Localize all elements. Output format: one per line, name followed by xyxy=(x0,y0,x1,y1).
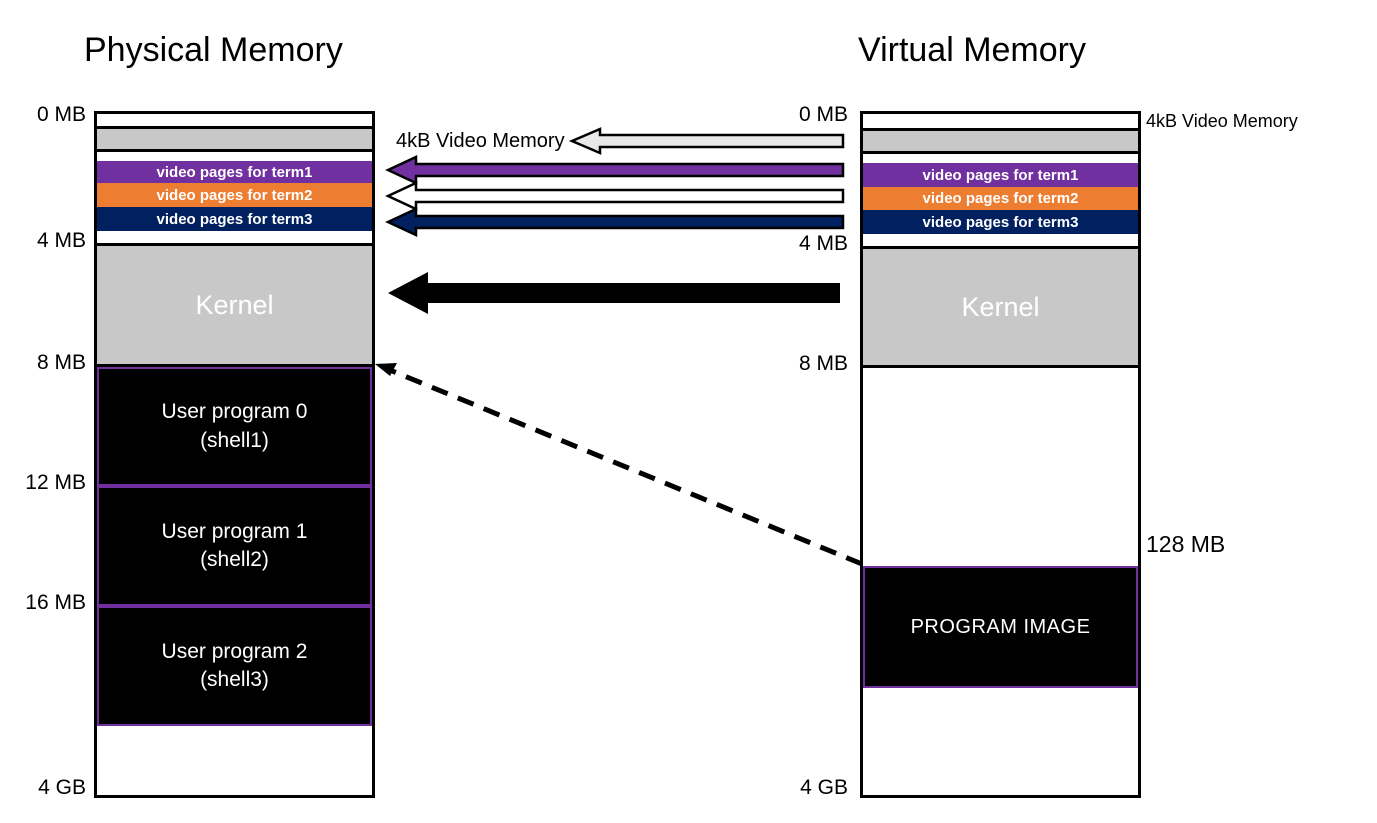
virtual-scale-8mb: 8 MB xyxy=(798,352,848,375)
physical-band-label-term3: video pages for term3 xyxy=(156,210,313,228)
physical-user-program-1: User program 1 (shell2) xyxy=(97,486,372,606)
physical-memory-column: video pages for term1 video pages for te… xyxy=(94,111,375,798)
video-memory-center-label: 4kB Video Memory xyxy=(396,130,565,152)
virtual-kernel-region: Kernel xyxy=(863,246,1138,368)
virtual-memory-column: video pages for term1 video pages for te… xyxy=(860,111,1141,798)
virtual-band-label-term1: video pages for term1 xyxy=(922,166,1079,184)
term3-mapping-arrow xyxy=(385,207,845,237)
virtual-scale-4mb: 4 MB xyxy=(798,232,848,255)
user-program-1-line1: User program 1 xyxy=(161,519,308,543)
virtual-band-video-pages-term1: video pages for term1 xyxy=(863,163,1138,187)
physical-band-video-pages-term1: video pages for term1 xyxy=(97,161,372,183)
physical-scale-16mb: 16 MB xyxy=(25,591,86,614)
physical-band-label-term1: video pages for term1 xyxy=(156,163,313,181)
term2-mapping-arrow xyxy=(385,181,845,211)
physical-scale-4gb: 4 GB xyxy=(38,776,86,799)
virtual-band-video-pages-term2: video pages for term2 xyxy=(863,187,1138,210)
program-image-mapping-arrow xyxy=(375,363,863,567)
physical-user-program-0: User program 0 (shell1) xyxy=(97,367,372,486)
virtual-kernel-label: Kernel xyxy=(961,291,1040,322)
user-program-0-line2: (shell1) xyxy=(200,428,269,452)
virtual-scale-4gb: 4 GB xyxy=(800,776,848,799)
physical-band-video-pages-term3: video pages for term3 xyxy=(97,207,372,231)
physical-band-label-term2: video pages for term2 xyxy=(156,186,313,204)
user-program-1-line2: (shell2) xyxy=(200,548,269,571)
user-program-0-line1: User program 0 xyxy=(161,400,308,424)
physical-memory-title: Physical Memory xyxy=(84,31,343,69)
virtual-scale-0mb: 0 MB xyxy=(798,103,848,126)
video-memory-arrow xyxy=(568,127,845,155)
virtual-band-label-term2: video pages for term2 xyxy=(922,190,1079,207)
physical-band-video-pages-term2: video pages for term2 xyxy=(97,183,372,207)
physical-kernel-region: Kernel xyxy=(97,243,372,367)
physical-scale-4mb: 4 MB xyxy=(36,229,86,252)
virtual-scale-128mb: 128 MB xyxy=(1146,531,1226,557)
physical-top-gray-band xyxy=(97,126,372,152)
kernel-mapping-arrow xyxy=(388,272,840,314)
user-program-2-line2: (shell3) xyxy=(200,668,269,691)
physical-user-program-2: User program 2 (shell3) xyxy=(97,606,372,726)
virtual-top-gray-band xyxy=(863,128,1138,154)
term1-mapping-arrow xyxy=(385,155,845,185)
physical-scale-12mb: 12 MB xyxy=(25,471,86,494)
program-image-label: PROGRAM IMAGE xyxy=(910,615,1091,638)
physical-kernel-label: Kernel xyxy=(195,289,274,320)
virtual-memory-title: Virtual Memory xyxy=(858,31,1086,69)
video-memory-right-label: 4kB Video Memory xyxy=(1146,111,1298,131)
virtual-band-video-pages-term3: video pages for term3 xyxy=(863,210,1138,234)
physical-scale-8mb: 8 MB xyxy=(36,351,86,374)
physical-scale-0mb: 0 MB xyxy=(36,103,86,126)
virtual-program-image-block: PROGRAM IMAGE xyxy=(863,566,1138,688)
user-program-2-line1: User program 2 xyxy=(161,639,308,663)
virtual-band-label-term3: video pages for term3 xyxy=(922,213,1079,231)
